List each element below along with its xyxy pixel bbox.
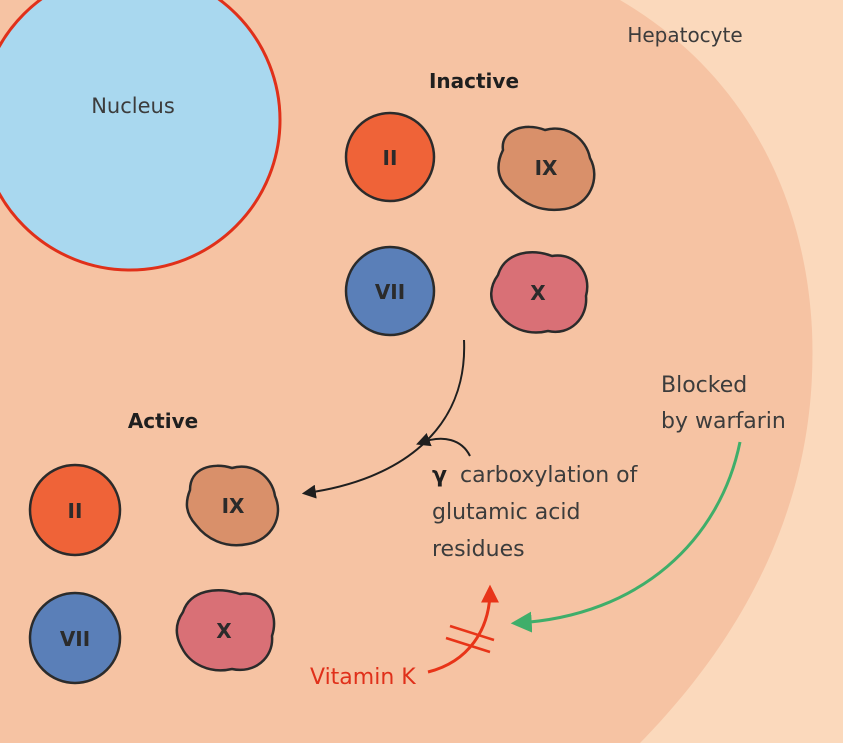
active-factor-ii-label: II bbox=[68, 499, 83, 523]
active-factor-ii: II bbox=[28, 463, 122, 557]
inactive-heading: Inactive bbox=[429, 69, 519, 93]
process-label-line3: residues bbox=[432, 537, 525, 562]
blocked-label-line1: Blocked bbox=[661, 373, 747, 398]
gamma-symbol: γ bbox=[432, 463, 447, 488]
active-factor-ix-label: IX bbox=[222, 494, 245, 518]
active-factor-ix: IX bbox=[185, 464, 280, 547]
blocked-label-line2: by warfarin bbox=[661, 409, 786, 434]
active-factor-vii: VII bbox=[28, 591, 122, 685]
process-label-line2: glutamic acid bbox=[432, 500, 580, 525]
nucleus-label: Nucleus bbox=[91, 94, 175, 118]
block-marks bbox=[445, 624, 495, 654]
process-label-line1: γ carboxylation of bbox=[432, 463, 639, 488]
active-factor-vii-label: VII bbox=[60, 627, 90, 651]
nucleus bbox=[0, 0, 282, 272]
active-factor-x-label: X bbox=[216, 619, 232, 643]
inactive-factor-ix-label: IX bbox=[535, 156, 558, 180]
inactive-factor-x: X bbox=[490, 251, 589, 334]
vitamin-k-arrow bbox=[427, 584, 499, 674]
vitamin-k-label: Vitamin K bbox=[310, 665, 416, 690]
active-heading: Active bbox=[128, 409, 198, 433]
process-pointer-arrow bbox=[416, 433, 471, 457]
inactive-factor-ii-label: II bbox=[383, 146, 398, 170]
warfarin-arrow bbox=[510, 441, 742, 633]
inactive-factor-vii: VII bbox=[344, 245, 436, 337]
inactive-factor-vii-label: VII bbox=[375, 280, 405, 304]
inactive-factor-ix: IX bbox=[497, 125, 596, 212]
inactive-factor-x-label: X bbox=[530, 281, 546, 305]
active-factor-x: X bbox=[175, 588, 276, 672]
process-label-line1-text: carboxylation of bbox=[460, 463, 639, 488]
hepatocyte-label: Hepatocyte bbox=[627, 23, 742, 47]
inactive-factor-ii: II bbox=[344, 111, 436, 203]
